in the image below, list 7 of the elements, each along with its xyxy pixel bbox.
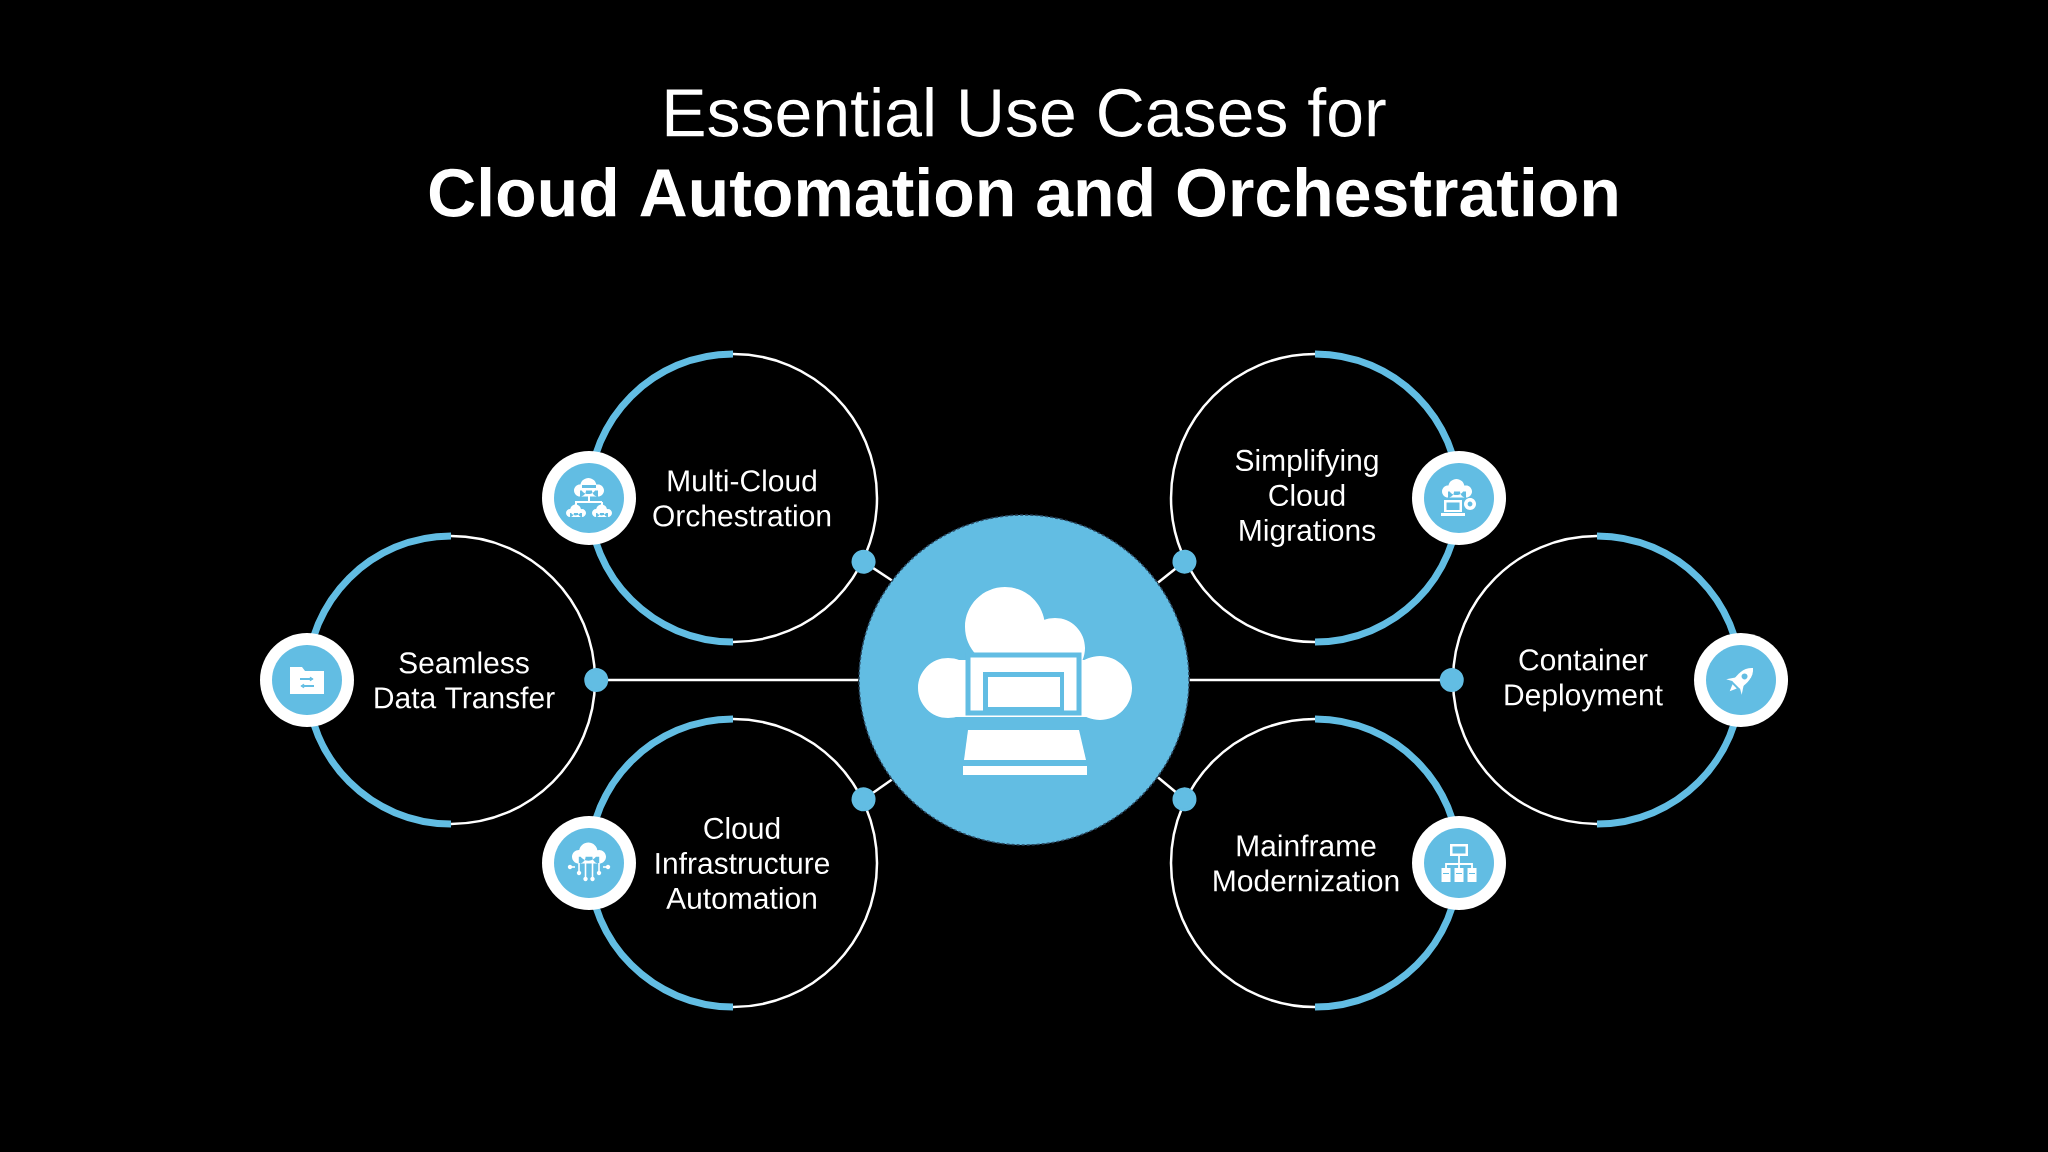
connector bbox=[1157, 776, 1197, 812]
connector bbox=[851, 549, 893, 582]
connector bbox=[851, 778, 893, 812]
title: Essential Use Cases for Cloud Automation and Orchestration bbox=[429, 87, 1617, 217]
connector bbox=[584, 668, 859, 692]
connector bbox=[1157, 549, 1197, 584]
connector bbox=[1189, 668, 1464, 692]
